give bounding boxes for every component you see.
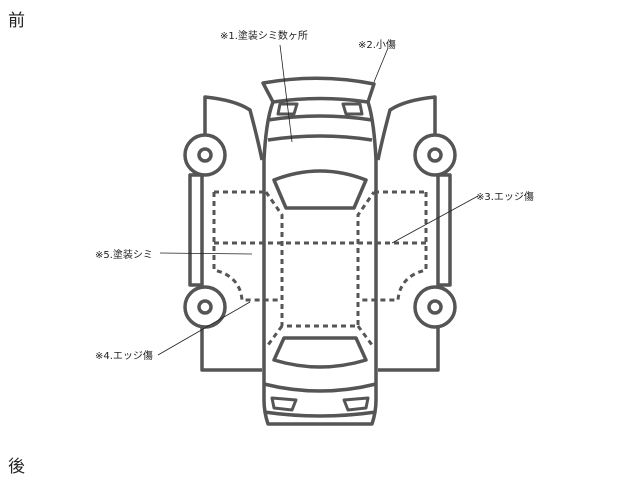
wheel-front-right	[413, 133, 457, 177]
leader-5	[159, 252, 253, 255]
leader-1	[279, 44, 293, 143]
left-side-panel	[188, 173, 204, 287]
wheel-front-left	[183, 133, 227, 177]
annotation-3: ※3.エッジ傷	[476, 192, 534, 203]
wheel-rear-right	[413, 285, 457, 329]
rear-label: 後	[8, 457, 25, 477]
left-front-door	[203, 95, 264, 161]
right-rear-door	[378, 325, 440, 372]
taillight-left	[270, 396, 298, 412]
rear-window	[272, 336, 368, 369]
headlight-left	[276, 102, 299, 116]
annotation-2: ※2.小傷	[358, 40, 396, 51]
annotation-5: ※5.塗装シミ	[95, 250, 153, 261]
leader-4	[157, 301, 251, 356]
front-label: 前	[8, 11, 25, 31]
left-rear-door	[200, 325, 262, 372]
windshield	[272, 169, 368, 210]
headlight-right	[341, 102, 364, 116]
wheel-rear-left	[183, 285, 227, 329]
front-bumper	[261, 76, 376, 104]
annotation-4: ※4.エッジ傷	[95, 351, 153, 362]
right-side-panel	[436, 173, 452, 287]
dashed-pillars	[264, 191, 376, 328]
right-front-door	[376, 95, 437, 161]
leader-3	[391, 195, 479, 244]
car-body	[262, 101, 378, 426]
annotation-1: ※1.塗装シミ数ヶ所	[220, 31, 308, 42]
taillight-right	[342, 396, 370, 412]
leader-2	[373, 47, 389, 83]
